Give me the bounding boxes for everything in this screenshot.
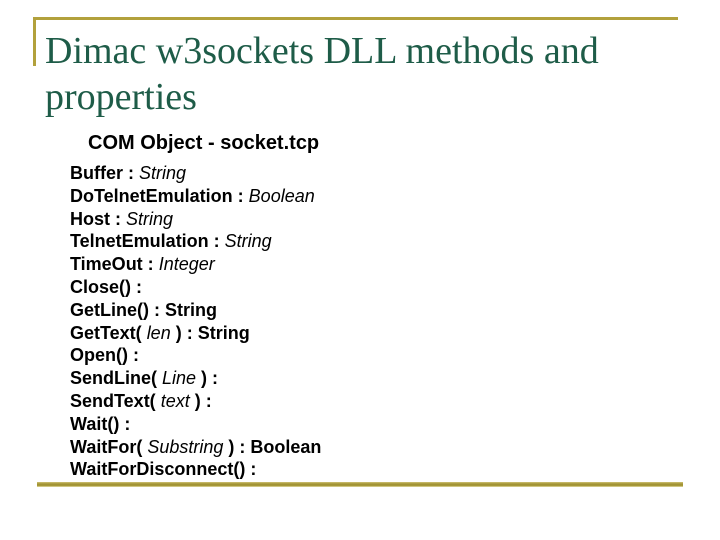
list-item: Close() : (70, 276, 321, 299)
list-item: Open() : (70, 344, 321, 367)
slide-subtitle: COM Object - socket.tcp (88, 132, 320, 154)
member-name-segment: Buffer : (70, 163, 139, 183)
list-item: GetText( len ) : String (70, 322, 321, 345)
member-type-segment: Boolean (248, 185, 315, 206)
list-item: WaitFor( Substring ) : Boolean (70, 436, 321, 459)
member-name-segment: GetLine() : String (70, 299, 217, 320)
member-type-segment: Substring (147, 436, 224, 457)
slide-title: Dimac w3sockets DLL methods and properti… (45, 28, 685, 120)
list-item: WaitForDisconnect() : (70, 458, 321, 481)
member-name-segment: ) : String (170, 322, 250, 343)
member-name-segment: TimeOut : (70, 254, 159, 275)
list-item: TimeOut : Integer (70, 253, 321, 276)
member-type-segment: Line (162, 368, 197, 389)
member-name-segment: Close() : (70, 276, 142, 297)
member-name-segment: TelnetEmulation : (70, 231, 225, 252)
slide-title-line-1: Dimac w3sockets DLL methods and (45, 30, 599, 72)
member-type-segment: String (139, 163, 187, 183)
member-name-segment: ) : (196, 368, 219, 389)
member-name-segment: GetText( (70, 322, 147, 343)
member-name-segment: Host : (70, 208, 126, 229)
member-type-segment: Integer (158, 254, 215, 275)
member-name-segment: ) : Boolean (223, 436, 322, 457)
list-item: SendText( text ) : (70, 390, 321, 413)
slide-title-line-2: properties (45, 76, 197, 118)
list-item: GetLine() : String (70, 299, 321, 322)
member-name-segment: ) : (189, 390, 212, 411)
member-name-segment: SendText( (70, 390, 161, 411)
list-item: TelnetEmulation : String (70, 230, 321, 253)
list-item: Buffer : String (70, 162, 321, 185)
member-name-segment: DoTelnetEmulation : (70, 185, 249, 206)
member-type-segment: text (160, 390, 190, 411)
member-type-segment: String (126, 208, 174, 229)
member-name-segment: Open() : (70, 345, 139, 366)
member-name-segment: WaitFor( (70, 436, 148, 457)
list-item: DoTelnetEmulation : Boolean (70, 185, 321, 208)
list-item: Host : String (70, 208, 321, 231)
top-accent-line (33, 17, 678, 20)
list-item: SendLine( Line ) : (70, 367, 321, 390)
member-name-segment: Wait() : (70, 413, 131, 434)
member-name-segment: SendLine( (70, 368, 163, 389)
bottom-accent-line (37, 482, 683, 487)
member-type-segment: len (146, 322, 171, 343)
member-name-segment: WaitForDisconnect() : (70, 459, 257, 480)
left-accent-line (33, 17, 36, 66)
member-type-segment: String (224, 231, 272, 252)
list-item: Wait() : (70, 413, 321, 436)
